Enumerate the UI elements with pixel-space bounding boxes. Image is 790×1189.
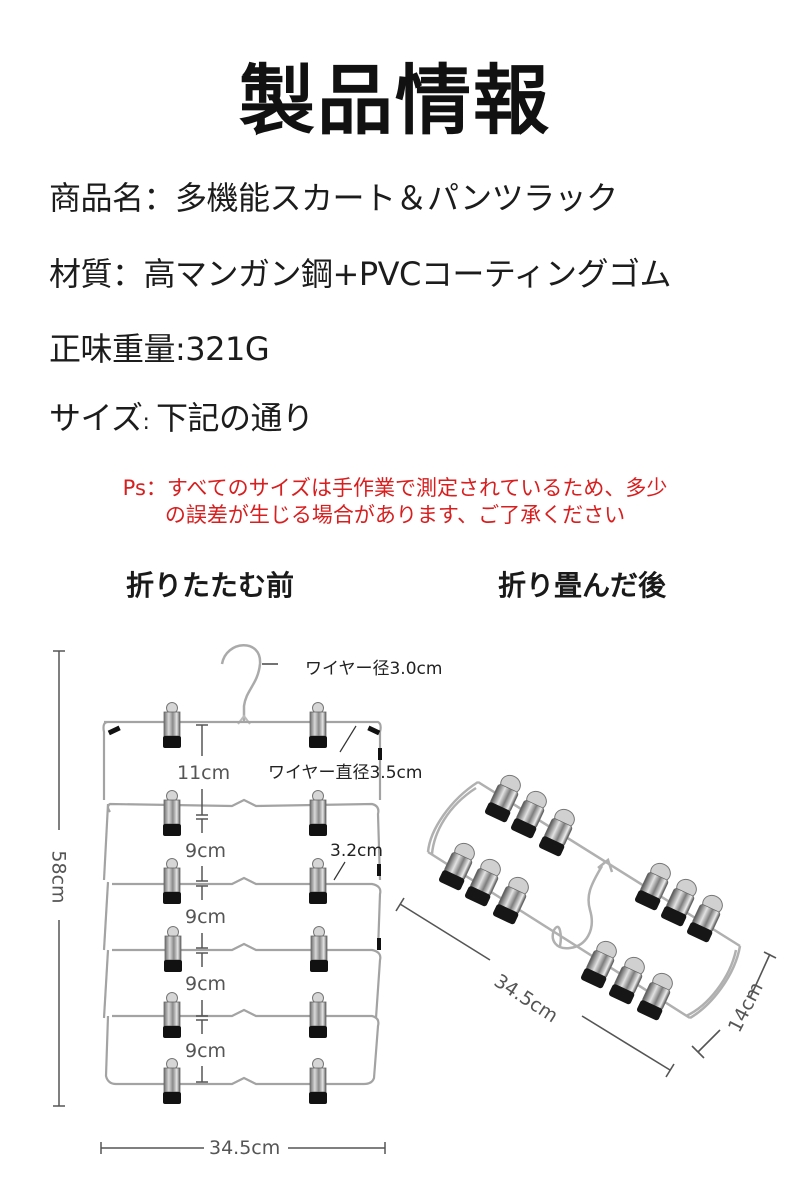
spec-separator: : <box>142 410 156 435</box>
unfolded-hanger-illustration <box>53 644 386 1154</box>
measurement-note-line-1: Ps：すべてのサイズは手作業で測定されているため、多少 <box>122 476 668 500</box>
folded-hanger-illustration <box>395 770 777 1078</box>
spec-label: 材質 <box>49 255 113 293</box>
spec-label: サイズ <box>49 399 143 437</box>
page-title: 製品情報 <box>239 56 551 145</box>
tier-spacing-5: 9cm <box>183 1040 229 1062</box>
spec-product-name: 商品名：多機能スカート＆パンツラック <box>49 178 618 218</box>
clip-size-callout: 3.2cm <box>330 841 383 861</box>
spec-value: 下記の通り <box>155 399 314 437</box>
spec-value: 高マンガン鋼+PVCコーティングゴム <box>143 255 672 293</box>
hook-wire-callout: ワイヤー径3.0cm <box>305 659 443 679</box>
spec-material: 材質：高マンガン鋼+PVCコーティングゴム <box>49 254 671 294</box>
tier-spacing-3: 9cm <box>183 906 229 928</box>
spec-weight: 正味重量:321G <box>49 329 270 369</box>
height-dimension-line <box>53 650 65 1107</box>
unfolded-hanger-diagram: ワイヤー径3.0cm ワイヤー直径3.5cm 3.2cm 11cm 9cm 9c… <box>0 630 460 1170</box>
spec-separator: ： <box>112 255 144 293</box>
spec-size: サイズ: 下記の通り <box>49 398 314 443</box>
heading-before-folding: 折りたたむ前 <box>126 569 295 602</box>
spec-value: 321G <box>185 330 270 368</box>
folded-hanger-diagram: 34.5cm 14cm <box>390 760 790 1080</box>
tier-spacing-4: 9cm <box>183 973 229 995</box>
spec-separator: ： <box>143 179 176 217</box>
width-dimension-line <box>100 1142 386 1154</box>
spec-label: 商品名 <box>49 179 144 217</box>
tier-spacing-1: 11cm <box>175 762 233 784</box>
tier-spacing-2: 9cm <box>183 840 229 862</box>
spec-label: 正味重量 <box>49 330 176 368</box>
spec-separator: : <box>175 330 186 368</box>
heading-after-folding: 折り畳んだ後 <box>498 569 667 602</box>
total-height-label: 58cm <box>47 850 70 904</box>
spec-value: 多機能スカート＆パンツラック <box>175 179 618 217</box>
measurement-note-line-2: の誤差が生じる場合があります、ご了承ください <box>164 503 626 527</box>
total-width-label: 34.5cm <box>207 1137 283 1159</box>
frame-wire-callout: ワイヤー直径3.5cm <box>268 763 423 783</box>
